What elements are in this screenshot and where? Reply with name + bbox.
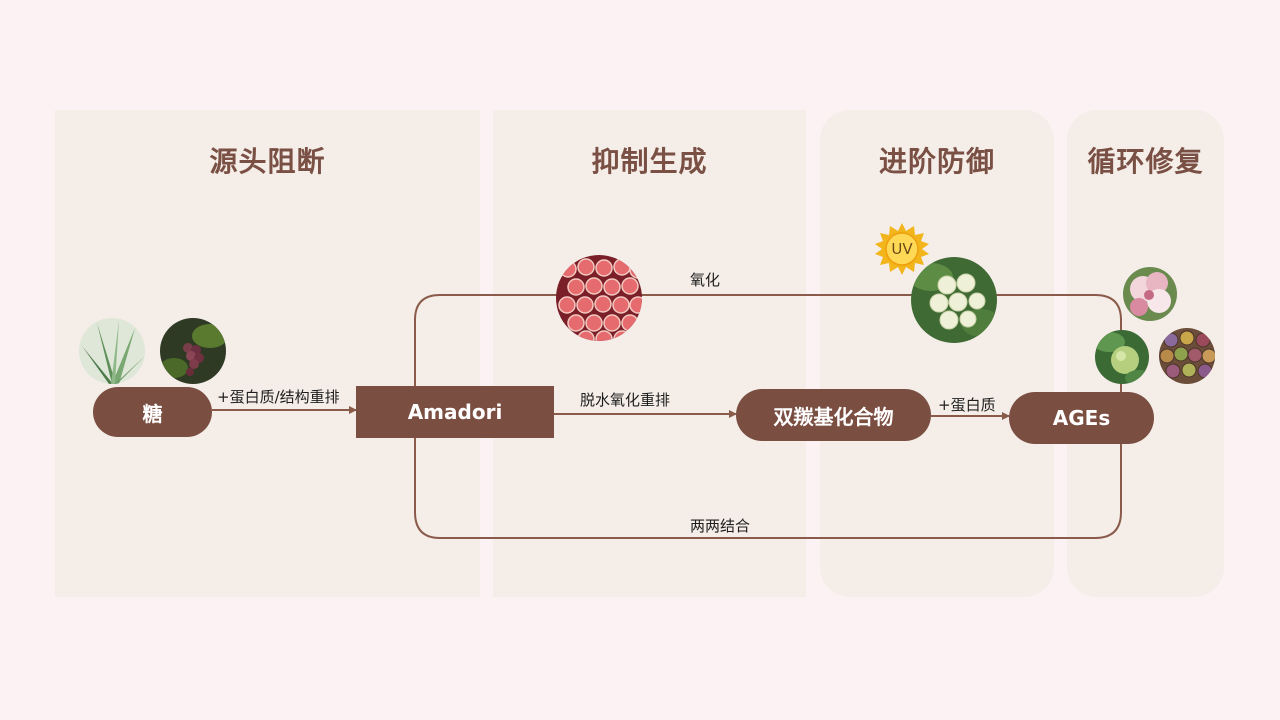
sun-icon: UV	[875, 222, 929, 276]
node-dicarbonyl: 双羰基化合物	[736, 389, 931, 441]
panel-title: 源头阻断	[209, 145, 326, 178]
flower-photo	[1123, 267, 1177, 321]
panel-advanced-defense: 进阶防御	[820, 110, 1054, 597]
node-amadori: Amadori	[356, 386, 554, 438]
grape-photo	[160, 318, 226, 384]
aloe-photo	[79, 318, 145, 384]
oxidation-loop	[414, 294, 1122, 539]
uv-label: UV	[891, 240, 913, 258]
berries-photo	[1159, 328, 1215, 384]
panel-title: 循环修复	[1087, 145, 1204, 178]
node-ages: AGEs	[1009, 392, 1154, 444]
label-protein-rearrange: +蛋白质/结构重排	[217, 388, 340, 406]
panel-inhibit-generation: 抑制生成	[493, 110, 806, 597]
label-dehydration-oxidation: 脱水氧化重排	[580, 391, 671, 409]
pomegranate-photo	[556, 255, 642, 341]
green-fruit-photo	[1095, 330, 1149, 384]
tomato-photo	[911, 257, 997, 343]
label-oxidation: 氧化	[690, 271, 721, 289]
panel-title: 进阶防御	[878, 145, 995, 178]
panel-title: 抑制生成	[591, 145, 708, 178]
label-pairwise-binding: 两两结合	[690, 517, 751, 535]
node-sugar: 糖	[93, 387, 212, 437]
label-protein: +蛋白质	[938, 396, 996, 414]
